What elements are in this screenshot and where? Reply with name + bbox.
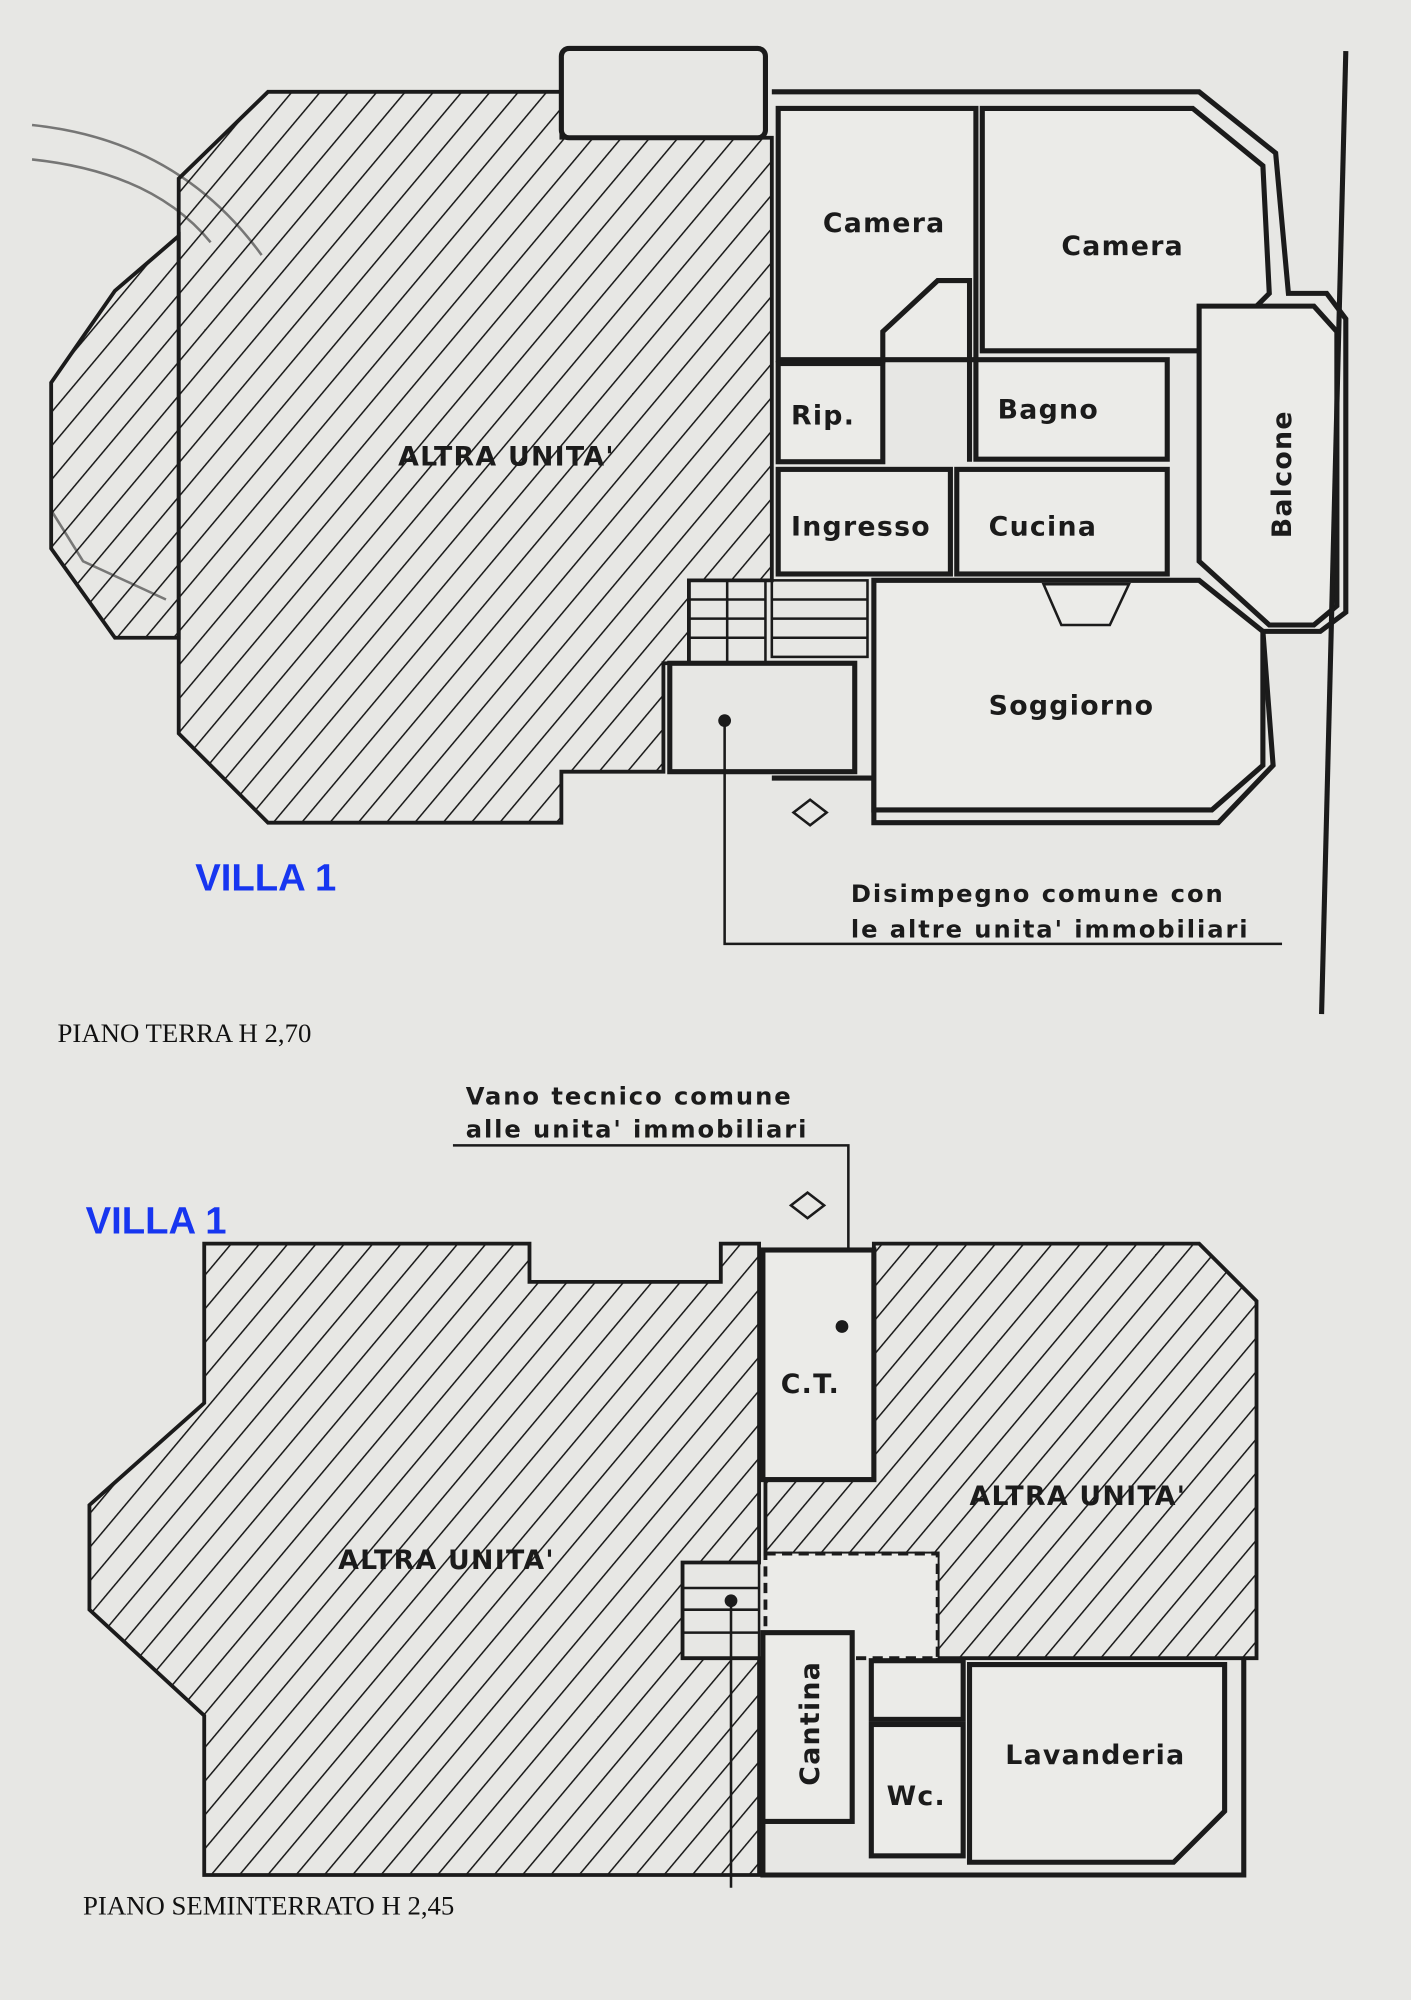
room-ct [760,1247,877,1483]
room-cantina [760,1630,855,1824]
label-balcone: Balcone [1267,410,1298,538]
stamp-hatched-area [49,231,181,640]
ground-floor-plan: ALTRA UNITA' Camera Camera Rip. Bagno In… [31,45,1349,1048]
label-rip: Rip. [791,401,855,432]
villa-label-ground: VILLA 1 [195,856,336,899]
label-ct: C.T. [781,1369,840,1400]
pointer-dot [835,1320,849,1333]
room-bagno [973,357,1170,462]
label-soggiorno: Soggiorno [989,690,1155,721]
label-wc: Wc. [887,1781,946,1812]
leader-line [723,720,1283,946]
label-other-unit: ALTRA UNITA' [398,442,615,473]
entrance-arrow-icon [788,1190,827,1220]
note-vano-2: alle unita' immobiliari [466,1116,809,1144]
label-lavanderia: Lavanderia [1005,1740,1185,1771]
label-other-unit-left: ALTRA UNITA' [338,1545,555,1576]
label-bagno: Bagno [998,394,1099,425]
label-cucina: Cucina [989,512,1098,543]
room-lavanderia [966,1661,1228,1865]
note-vano-1: Vano tecnico comune [466,1083,793,1111]
label-camera-2: Camera [1061,231,1184,262]
floor-label-ground: PIANO TERRA H 2,70 [58,1018,312,1048]
label-camera-1: Camera [823,208,946,239]
room-ripostiglio [775,360,886,465]
top-bump [558,45,768,141]
fireplace-icon [1041,582,1131,627]
room-ingresso [775,466,953,577]
room-cucina [954,466,1170,577]
label-other-unit-right: ALTRA UNITA' [970,1481,1187,1512]
basement-plan: Vano tecnico comune alle unita' immobili… [83,1083,1259,1921]
floor-label-basement: PIANO SEMINTERRATO H 2,45 [83,1891,454,1921]
label-cantina: Cantina [795,1661,826,1786]
room-soggiorno [871,577,1266,813]
room-wc [868,1721,966,1859]
corridor-wall [880,278,973,462]
boundary-line [1319,50,1349,1015]
room-camera-2 [979,105,1272,354]
stairs [681,1561,761,1660]
room-balcone [1196,303,1340,628]
room-camera-1 [775,105,979,363]
label-ingresso: Ingresso [791,512,931,543]
note-disimpegno-2: le altre unita' immobiliari [851,915,1250,943]
note-disimpegno-1: Disimpegno comune con [851,880,1225,908]
entrance-arrow-icon [791,798,829,827]
room-small [868,1658,966,1722]
villa-label-basement: VILLA 1 [86,1199,227,1242]
stairs [667,579,869,775]
